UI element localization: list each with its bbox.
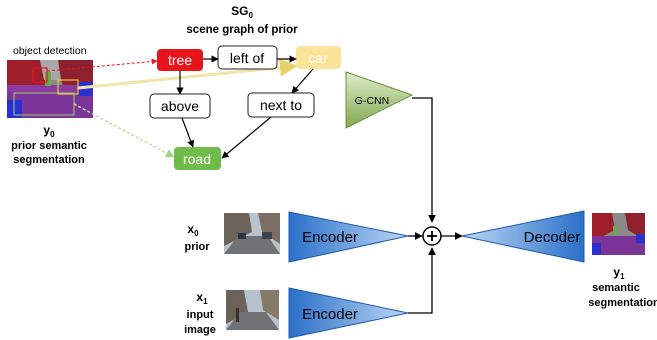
svg-text:Decoder: Decoder [524,229,581,246]
gcnn-block: G-CNN [345,71,414,129]
node-car: car [296,46,341,69]
x0-label: x0 [187,222,199,238]
prior-image-thumbnail [224,213,280,254]
node-tree: tree [157,49,203,71]
svg-text:above: above [161,98,199,114]
x0-caption: prior [184,241,210,253]
title: SG0 [231,4,253,20]
x1-caption-line1: input [187,309,214,321]
y1-caption-line2: segmentation [588,297,657,309]
edge-above-road [181,117,195,148]
output-segmentation-image [592,213,645,255]
svg-text:Encoder: Encoder [302,306,358,323]
node-road: road [174,147,221,170]
y0-caption-line2: segmentation [13,154,85,166]
node-above: above [149,93,211,119]
svg-text:G-CNN: G-CNN [355,95,389,107]
title-caption: scene graph of prior [186,24,298,36]
svg-text:road: road [183,151,211,167]
node-left-of: left of [217,45,278,70]
svg-text:left of: left of [230,50,264,66]
x1-label: x1 [196,290,208,306]
road-detection-link [73,103,175,158]
edge-car-next-to [291,68,314,94]
decoder: Decoder [461,210,585,263]
input-image-thumbnail [226,290,279,330]
car-detection-link [77,58,298,90]
y1-label: y1 [613,265,625,281]
encoder-bottom: Encoder [288,287,409,339]
node-next-to: next to [247,92,315,118]
edge-next-to-road [221,116,272,159]
svg-text:next to: next to [260,97,302,113]
sum-node [422,226,442,246]
svg-text:tree: tree [168,52,192,68]
tree-detection-link [46,58,158,72]
svg-text:car: car [308,50,328,66]
encoder-bottom-to-sum-arrow [408,247,436,314]
prior-segmentation-image [7,60,93,118]
x1-caption-line2: image [184,324,216,336]
object-detection-label: object detection [13,45,87,57]
encoder-top: Encoder [288,211,409,263]
svg-text:Encoder: Encoder [302,229,358,246]
y0-label: y0 [43,123,55,139]
gcnn-to-sum-arrow [412,97,436,223]
y1-caption-line1: semantic [592,282,640,294]
y0-caption-line1: prior semantic [11,140,87,152]
